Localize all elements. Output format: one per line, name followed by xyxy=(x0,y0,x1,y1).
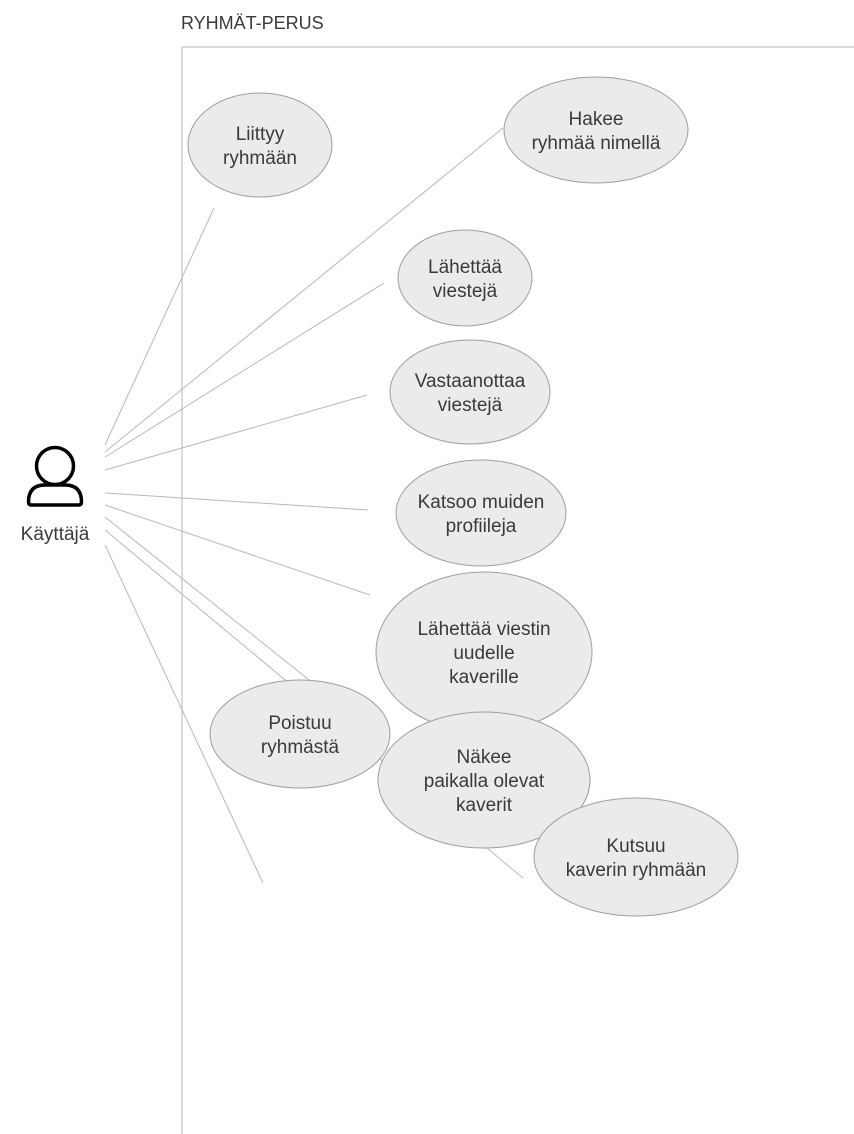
use-case-ellipse xyxy=(389,339,551,445)
use-case-label: Vastaanottaa xyxy=(415,371,526,392)
use-case-label: Lähettää viestin xyxy=(417,619,550,640)
use-case-label: Hakee xyxy=(569,109,624,130)
system-title: RYHMÄT-PERUS xyxy=(181,13,324,33)
use-case-ellipse xyxy=(187,92,333,198)
association-line-vastaanottaa xyxy=(104,394,368,471)
association-line-hakee xyxy=(104,127,504,453)
use-case-label: kaverin ryhmään xyxy=(566,860,706,881)
association-line-poistuu xyxy=(104,544,264,884)
use-case-label: kaverille xyxy=(449,667,519,688)
use-case-label: viestejä xyxy=(438,395,503,416)
use-case-label: Poistuu xyxy=(268,713,331,734)
use-case-label: paikalla olevat xyxy=(424,771,545,792)
actor: Käyttäjä xyxy=(21,445,90,545)
use-case-ellipse xyxy=(533,797,739,917)
use-case-label: Näkee xyxy=(457,747,512,768)
user-icon xyxy=(26,445,84,507)
use-case-label: ryhmään xyxy=(223,148,297,169)
use-case-label: Katsoo muiden xyxy=(418,492,545,513)
use-case-poistuu: Poistuu ryhmästä xyxy=(209,679,391,789)
use-case-label: Kutsuu xyxy=(606,836,665,857)
association-line-lahettaa-viesteja xyxy=(104,282,385,458)
use-case-vastaanottaa: Vastaanottaa viestejä xyxy=(389,339,551,445)
use-case-ellipse xyxy=(377,711,591,849)
use-case-label: viestejä xyxy=(433,281,498,302)
system-boundary xyxy=(181,46,854,1134)
use-case-liittyy: Liittyy ryhmään xyxy=(187,92,333,198)
use-case-label: profiileja xyxy=(446,516,517,537)
use-case-label: uudelle xyxy=(453,643,514,664)
use-case-nakee: Näkee paikalla olevat kaverit xyxy=(377,711,591,849)
association-line-katsoo xyxy=(104,492,369,511)
use-case-ellipse xyxy=(395,459,567,567)
use-case-lahettaa-viestin: Lähettää viestin uudelle kaverille xyxy=(375,571,593,733)
use-case-label: ryhmää nimellä xyxy=(532,133,661,154)
use-case-kutsuu: Kutsuu kaverin ryhmään xyxy=(533,797,739,917)
use-case-label: Lähettää xyxy=(428,257,502,278)
use-case-label: kaverit xyxy=(456,795,513,816)
use-cases: Liittyy ryhmään Hakee ryhmää nimelläLähettä… xyxy=(187,76,739,917)
association-line-lahettaa-viestin xyxy=(104,504,371,596)
use-case-katsoo: Katsoo muiden profiileja xyxy=(395,459,567,567)
use-case-ellipse xyxy=(209,679,391,789)
actor-label: Käyttäjä xyxy=(21,524,90,545)
use-case-ellipse xyxy=(503,76,689,184)
use-case-hakee: Hakee ryhmää nimellä xyxy=(503,76,689,184)
use-case-label: Liittyy xyxy=(236,124,285,145)
use-case-label: ryhmästä xyxy=(261,737,340,758)
use-case-ellipse xyxy=(397,229,533,327)
use-case-lahettaa-viesteja: Lähettää viestejä xyxy=(397,229,533,327)
association-line-liittyy xyxy=(104,207,215,446)
